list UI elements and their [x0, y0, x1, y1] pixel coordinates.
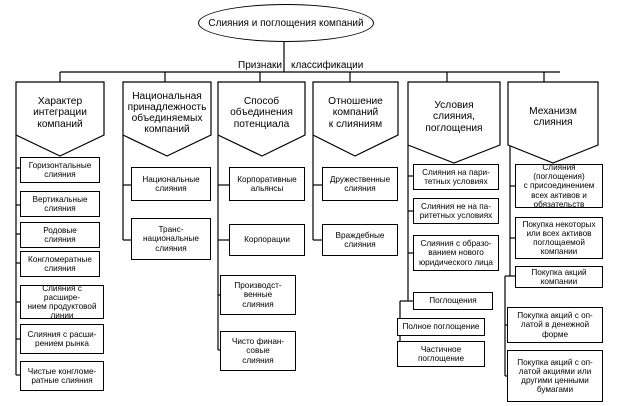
category-header: Отношение компаний к слияниям [328, 96, 383, 130]
leaf-box: Поглощения [413, 292, 493, 310]
leaf-box: Чисто финан- совые слияния [220, 331, 296, 371]
category-header: Национальная принадлежность объединяемых… [127, 90, 207, 136]
title-ellipse: Слияния и поглощения компаний [198, 4, 374, 42]
leaf-box: Частичное поглощение [397, 341, 485, 367]
leaf-box: Транс- национальные слияния [131, 218, 211, 260]
leaf-box: Производст- венные слияния [220, 275, 296, 315]
leaf-box: Покупка некоторых или всех активов погло… [515, 217, 603, 259]
leaf-box: Слияния с образо- ванием нового юридичес… [413, 235, 499, 271]
leaf-box: Покупка акций с оп- латой акциями или др… [507, 350, 603, 402]
title-text: Слияния и поглощения компаний [208, 17, 364, 29]
leaf-box: Слияния на пари- тетных условиях [413, 164, 499, 190]
leaf-box: Враждебные слияния [322, 224, 398, 256]
subtitle-right: классификации [291, 60, 364, 71]
leaf-box: Национальные слияния [131, 167, 211, 201]
leaf-box: Конгломератные слияния [20, 251, 100, 277]
leaf-box: Слияния с расши- рением рынка [20, 324, 104, 354]
leaf-box: Корпоративные альянсы [229, 167, 305, 201]
leaf-box: Вертикальные слияния [20, 191, 100, 217]
leaf-box: Горизонтальные слияния [20, 157, 100, 183]
subtitle-left: Признаки [238, 60, 282, 71]
leaf-box: Дружественные слияния [322, 167, 398, 201]
leaf-box: Полное поглощение [397, 318, 485, 336]
leaf-box: Слияния (поглощения) с присоединением вс… [515, 163, 603, 209]
leaf-box: Покупка акций компании [515, 266, 603, 288]
leaf-box: Покупка акций с оп- латой в денежной фор… [507, 307, 603, 343]
category-header: Способ объединения потенциала [230, 96, 293, 130]
leaf-box: Слияния не на па- ритетных условиях [413, 198, 499, 224]
leaf-box: Чистые конгломе- ратные слияния [20, 361, 104, 391]
category-header: Механизм слияния [529, 105, 577, 128]
leaf-box: Родовые слияния [20, 222, 100, 248]
leaf-box: Корпорации [229, 224, 305, 256]
category-header: Условия слияния, поглощения [425, 100, 483, 134]
category-header: Характер интеграции компаний [33, 96, 87, 130]
leaf-box: Слияния с расшире- нием продуктовой лини… [20, 284, 104, 320]
